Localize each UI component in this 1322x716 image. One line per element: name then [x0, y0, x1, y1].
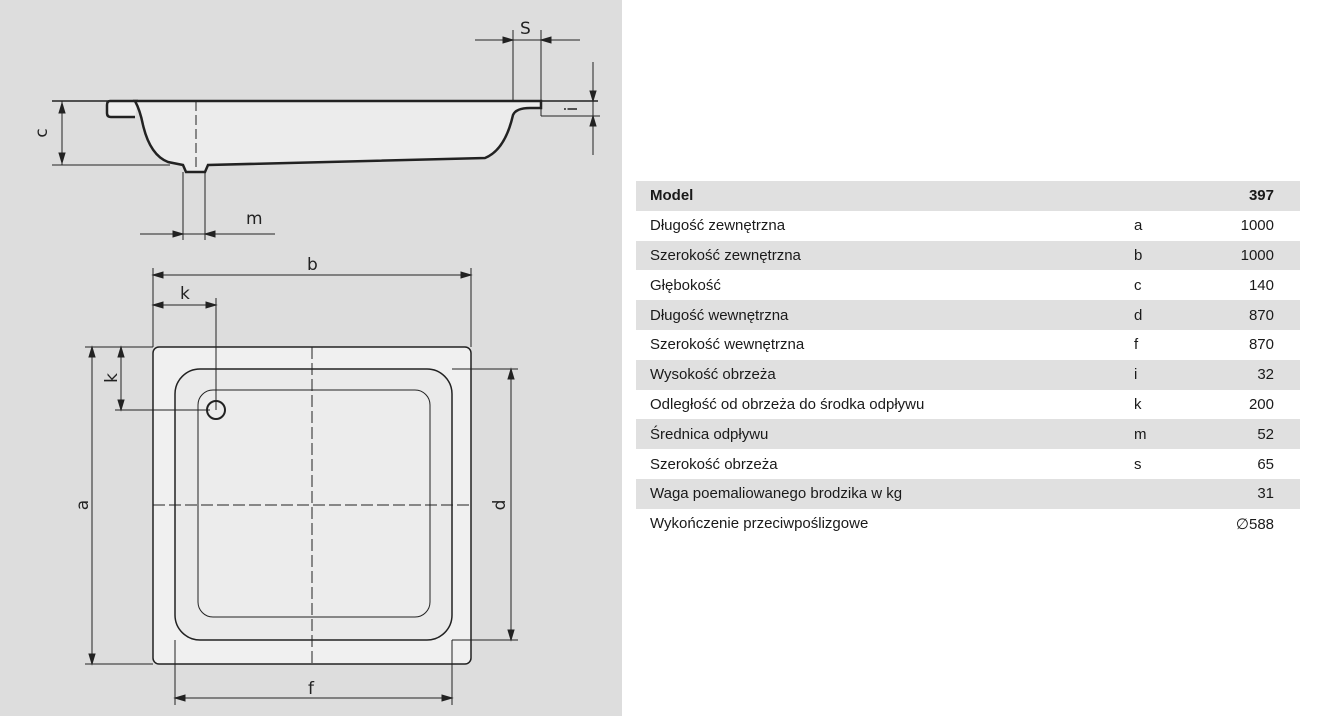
- row-label: Szerokość zewnętrzna: [650, 246, 801, 264]
- row-label: Szerokość obrzeża: [650, 455, 778, 473]
- header-label: Model: [650, 187, 694, 205]
- row-value: 200: [1248, 395, 1274, 413]
- table-row: Głębokość c 140: [636, 270, 1300, 300]
- row-symbol: c: [1134, 276, 1142, 294]
- technical-drawing: S c m i b k k a d f: [0, 0, 622, 716]
- dim-label-f: f: [308, 679, 315, 699]
- row-value: 140: [1248, 276, 1274, 294]
- header-value: 397: [1248, 187, 1274, 205]
- dim-label-c: c: [32, 128, 52, 137]
- row-label: Waga poemaliowanego brodzika w kg: [650, 485, 903, 503]
- row-value: 870: [1248, 336, 1274, 354]
- row-value: 65: [1257, 455, 1274, 473]
- row-value: 32: [1257, 366, 1274, 384]
- row-symbol: f: [1134, 336, 1139, 354]
- row-symbol: [1134, 509, 1194, 539]
- side-section-view: [52, 30, 600, 240]
- dim-label-d: d: [490, 500, 510, 511]
- row-label: Średnica odpływu: [650, 425, 769, 443]
- table-row: Waga poemaliowanego brodzika w kg 31: [636, 478, 1300, 509]
- table-row: Odległość od obrzeża do środka odpływu k 2…: [636, 390, 1300, 420]
- table-row: Wysokość obrzeża i 32: [636, 359, 1300, 390]
- dim-label-k-top: k: [180, 284, 190, 304]
- row-symbol: i: [1134, 366, 1138, 384]
- dim-label-a: a: [73, 500, 93, 510]
- dim-label-i: i: [562, 107, 582, 112]
- dim-label-s: S: [520, 19, 531, 39]
- row-symbol: [1134, 479, 1194, 509]
- row-symbol: b: [1134, 246, 1143, 264]
- row-symbol: s: [1134, 455, 1142, 473]
- row-label: Długość wewnętrzna: [650, 306, 789, 324]
- row-value: ∅588: [1235, 515, 1274, 533]
- row-value: 1000: [1240, 246, 1274, 264]
- table-header-row: Model 397: [636, 181, 1300, 211]
- dim-label-m: m: [246, 209, 263, 229]
- dim-label-b: b: [307, 255, 318, 275]
- table-row: Długość wewnętrzna d 870: [636, 300, 1300, 330]
- row-value: 31: [1257, 485, 1274, 503]
- row-label: Długość zewnętrzna: [650, 217, 786, 235]
- row-symbol: a: [1134, 217, 1143, 235]
- table-row: Szerokość wewnętrzna f 870: [636, 330, 1300, 360]
- row-label: Szerokość wewnętrzna: [650, 336, 805, 354]
- row-label: Wykończenie przeciwpoślizgowe: [650, 515, 869, 533]
- row-label: Wysokość obrzeża: [650, 366, 776, 384]
- row-label: Głębokość: [650, 276, 721, 294]
- row-symbol: d: [1134, 306, 1143, 324]
- plan-view: [85, 268, 518, 705]
- row-symbol: m: [1134, 425, 1147, 443]
- table-row: Średnica odpływu m 52: [636, 419, 1300, 450]
- row-value: 870: [1248, 306, 1274, 324]
- table-row: Wykończenie przeciwpoślizgowe ∅588: [636, 509, 1300, 539]
- table-row: Długość zewnętrzna a 1000: [636, 211, 1300, 241]
- row-symbol: k: [1134, 395, 1142, 413]
- table-row: Szerokość zewnętrzna b 1000: [636, 240, 1300, 271]
- row-label: Odległość od obrzeża do środka odpływu: [650, 395, 925, 413]
- row-value: 1000: [1240, 217, 1274, 235]
- dim-label-k-side: k: [102, 373, 122, 383]
- table-row: Szerokość obrzeża s 65: [636, 449, 1300, 479]
- row-value: 52: [1257, 425, 1274, 443]
